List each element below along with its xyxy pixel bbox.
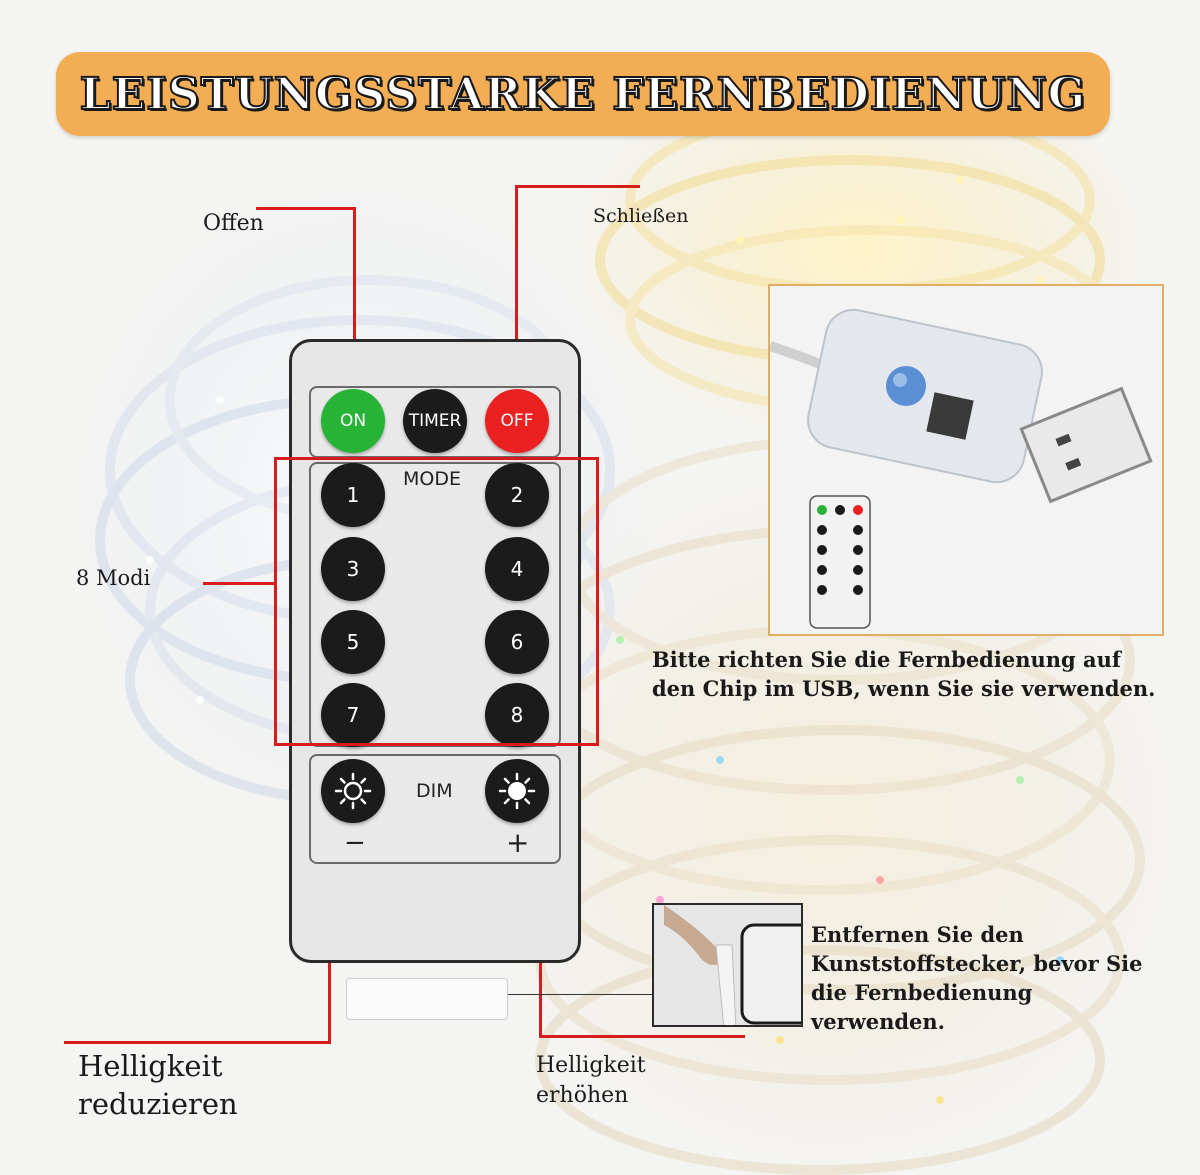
plug-note-line1: Entfernen Sie den [811, 922, 1024, 947]
mode-button-4[interactable]: 4 [485, 537, 549, 601]
mode-button-8[interactable]: 8 [485, 683, 549, 747]
label-reduce-line1: Helligkeit [78, 1049, 223, 1083]
increase-callout-line-h [539, 1035, 745, 1038]
dim-label: DIM [416, 780, 453, 802]
minus-sign: − [344, 828, 366, 858]
plug-removal-photo [652, 903, 803, 1027]
label-schliessen: Schließen [593, 205, 689, 227]
mode-button-7[interactable]: 7 [321, 683, 385, 747]
plug-pointer-line [506, 994, 652, 995]
schliessen-callout-line-v [515, 185, 518, 419]
modi-callout-line [203, 582, 275, 585]
dim-up-button[interactable] [485, 759, 549, 823]
on-button[interactable]: ON [321, 389, 385, 453]
banner-title: LEISTUNGSSTARKE FERNBEDIENUNG [79, 68, 1087, 121]
mode-button-6[interactable]: 6 [485, 610, 549, 674]
remote-control: ON TIMER OFF MODE 1 2 3 4 5 6 7 8 DIM [289, 339, 581, 963]
off-button[interactable]: OFF [485, 389, 549, 453]
plug-note-line2: Kunststoffstecker, bevor Sie [811, 951, 1143, 976]
mode-button-5[interactable]: 5 [321, 610, 385, 674]
label-increase-line1: Helligkeit [536, 1053, 646, 1078]
mode-label: MODE [403, 468, 461, 490]
reduce-callout-line-h [64, 1041, 331, 1044]
dim-down-button[interactable] [321, 759, 385, 823]
offen-callout-line-h [256, 207, 356, 210]
blue-button-icon [886, 366, 926, 406]
schliessen-callout-line-h [515, 185, 640, 188]
plug-note-line3: die Fernbedienung [811, 980, 1033, 1005]
label-reduce-line2: reduzieren [78, 1087, 238, 1121]
sun-filled-icon [498, 772, 536, 810]
plug-note-line4: verwenden. [811, 1009, 945, 1034]
usb-receiver-inset [768, 284, 1164, 636]
modes-highlight-box [274, 457, 599, 746]
label-offen: Offen [203, 211, 264, 236]
offen-callout-line-v [353, 207, 356, 419]
mode-button-2[interactable]: 2 [485, 463, 549, 527]
plus-sign: + [506, 826, 530, 859]
mode-button-1[interactable]: 1 [321, 463, 385, 527]
usb-receiver-illustration [770, 308, 1153, 629]
timer-button[interactable]: TIMER [403, 389, 467, 453]
mode-button-3[interactable]: 3 [321, 537, 385, 601]
usb-note-line1: Bitte richten Sie die Fernbedienung auf [652, 647, 1121, 672]
title-banner: LEISTUNGSSTARKE FERNBEDIENUNG [56, 52, 1110, 136]
label-increase-line2: erhöhen [536, 1083, 629, 1108]
usb-note-line2: den Chip im USB, wenn Sie sie verwenden. [652, 676, 1156, 701]
sun-outline-icon [334, 772, 372, 810]
plastic-plug-tab [346, 978, 508, 1020]
label-8-modi: 8 Modi [76, 566, 151, 590]
